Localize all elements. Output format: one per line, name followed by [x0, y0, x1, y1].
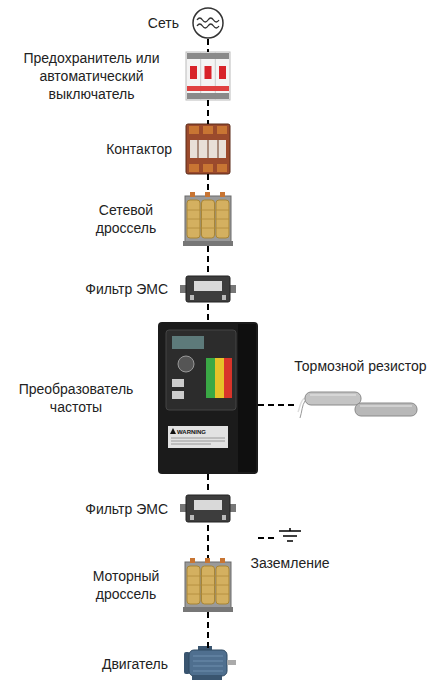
- wire: [207, 174, 209, 192]
- emc-filter-picture: [180, 276, 236, 302]
- component: Сетевой дроссель: [183, 192, 233, 246]
- component: Фильтр ЭМС: [180, 274, 236, 304]
- component: Преобразователь частоты: [158, 322, 258, 474]
- component-label: Моторный дроссель: [81, 567, 171, 603]
- component-label: Преобразователь частоты: [6, 380, 146, 416]
- wire: [207, 474, 209, 493]
- component: Моторный дроссель: [183, 558, 233, 612]
- component: Контактор: [186, 124, 230, 174]
- component: Фильтр ЭМС: [180, 493, 236, 525]
- component-label: Предохранитель или автоматический выключ…: [9, 49, 174, 103]
- choke-picture: [183, 192, 233, 246]
- wire: [207, 612, 209, 648]
- wire: [207, 304, 209, 322]
- component-label: Фильтр ЭМС: [85, 500, 168, 518]
- wire: [207, 246, 209, 274]
- contactor-picture: [186, 124, 230, 174]
- component-label: Сеть: [148, 14, 179, 32]
- component: Заземление: [278, 528, 302, 548]
- component-label: Фильтр ЭМС: [85, 280, 168, 298]
- component-label: Заземление: [250, 554, 329, 572]
- ground-symbol: [279, 528, 301, 541]
- mains-symbol: [193, 8, 223, 38]
- warning-label: WARNING: [177, 429, 206, 436]
- wire: [258, 404, 298, 406]
- component-label: Тормозной резистор: [294, 357, 426, 375]
- component: Сеть: [191, 7, 225, 39]
- component-label: Контактор: [106, 140, 172, 158]
- wire: [207, 39, 209, 52]
- choke-picture: [183, 558, 233, 612]
- motor-picture: [184, 646, 236, 680]
- component-label: Сетевой дроссель: [81, 201, 171, 237]
- wire: [207, 100, 209, 124]
- emc-filter-picture: [180, 495, 236, 522]
- wire: [258, 537, 278, 539]
- breaker-picture: [186, 52, 230, 100]
- component-label: Двигатель: [102, 655, 168, 673]
- converter-picture: [158, 322, 258, 474]
- component: Тормозной резистор: [298, 385, 423, 425]
- wire: [207, 525, 209, 558]
- component: Двигатель: [180, 648, 236, 680]
- component: Предохранитель или автоматический выключ…: [186, 52, 230, 100]
- resistor-picture: [298, 392, 417, 418]
